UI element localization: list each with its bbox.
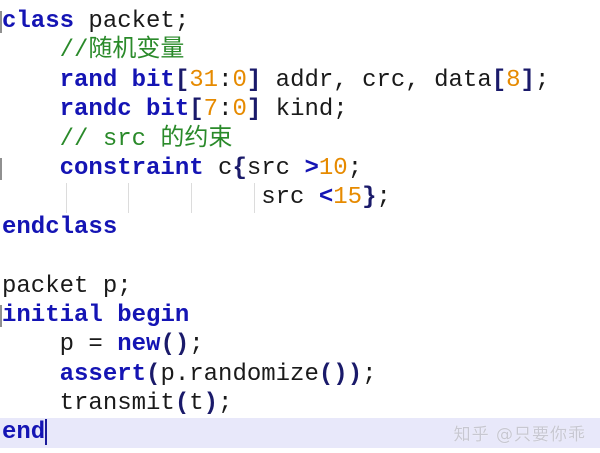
indent-guide [128,183,129,213]
indent-guide [66,183,67,213]
keyword-initial: initial [2,301,103,329]
indent-guide [191,183,192,213]
code-line-2[interactable]: //随机变量 [0,36,600,65]
code-line-3[interactable]: rand bit[31:0] addr, crc, data[8]; [59,66,550,94]
keyword-rand: rand [59,66,118,94]
code-line-6[interactable]: constraint c{src >10; [0,154,600,183]
code-editor[interactable]: class packet; //随机变量 rand bit[31:0] addr… [0,7,600,448]
code-line-12[interactable]: p = new(); [59,331,204,359]
comment: // src 的约束 [59,125,233,153]
indent-guide [254,183,255,213]
keyword-constraint: constraint [59,154,204,182]
code-line-8[interactable]: endclass [0,213,600,242]
watermark: 知乎 @只要你乖 [453,425,586,445]
code-line-5[interactable]: // src 的约束 [0,125,600,154]
keyword-endclass: endclass [2,213,118,241]
code-line-4[interactable]: randc bit[7:0] kind; [59,96,348,124]
text-cursor [45,419,48,446]
keyword-assert: assert [59,360,147,388]
keyword-bit: bit [146,96,190,124]
keyword-randc: randc [59,96,132,124]
keyword-begin: begin [117,301,190,329]
line-marker [0,157,2,180]
line-marker [0,11,2,33]
code-line-9[interactable] [0,242,600,271]
code-line-14[interactable]: transmit(t); [59,390,233,418]
line-marker [0,304,2,327]
code-line-15-current[interactable]: end [0,418,600,448]
keyword-new: new [117,331,161,359]
code-line-13[interactable]: assert(p.randomize()); [59,360,377,388]
code-line-11[interactable]: initial begin [0,301,600,330]
code-line-1[interactable]: class packet; [0,8,190,35]
keyword-end: end [2,419,46,447]
comment: //随机变量 [59,37,185,65]
code-line-10[interactable]: packet p; [2,272,132,300]
keyword-bit: bit [131,66,175,94]
code-line-7[interactable]: src <15}; [0,183,600,213]
keyword-class: class [2,8,75,35]
